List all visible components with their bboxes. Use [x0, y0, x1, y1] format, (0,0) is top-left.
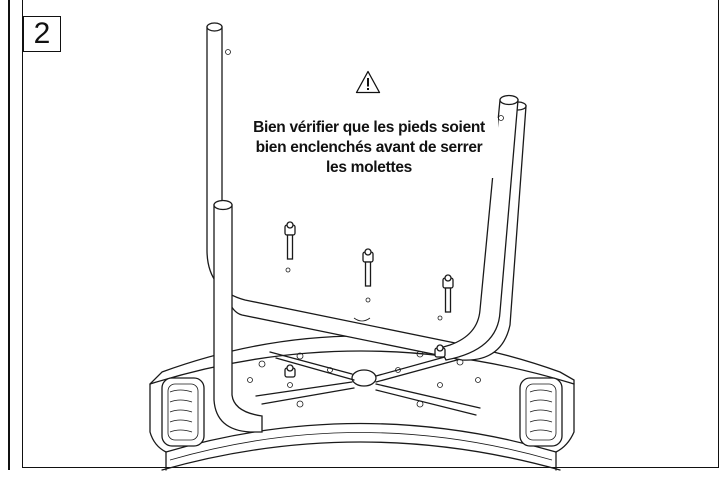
warning-line: bien enclenchés avant de serrer	[240, 138, 498, 158]
knob-screws	[284, 221, 454, 378]
step-number: 2	[23, 16, 61, 52]
warning-triangle-icon	[355, 70, 381, 94]
left-border	[8, 0, 10, 470]
warning-text: Bien vérifier que les pieds soient bien …	[240, 118, 498, 178]
warning-line: les molettes	[240, 158, 498, 178]
instruction-panel	[22, 0, 719, 468]
leg-frame-front	[213, 94, 519, 433]
warning-line: Bien vérifier que les pieds soient	[240, 118, 498, 138]
